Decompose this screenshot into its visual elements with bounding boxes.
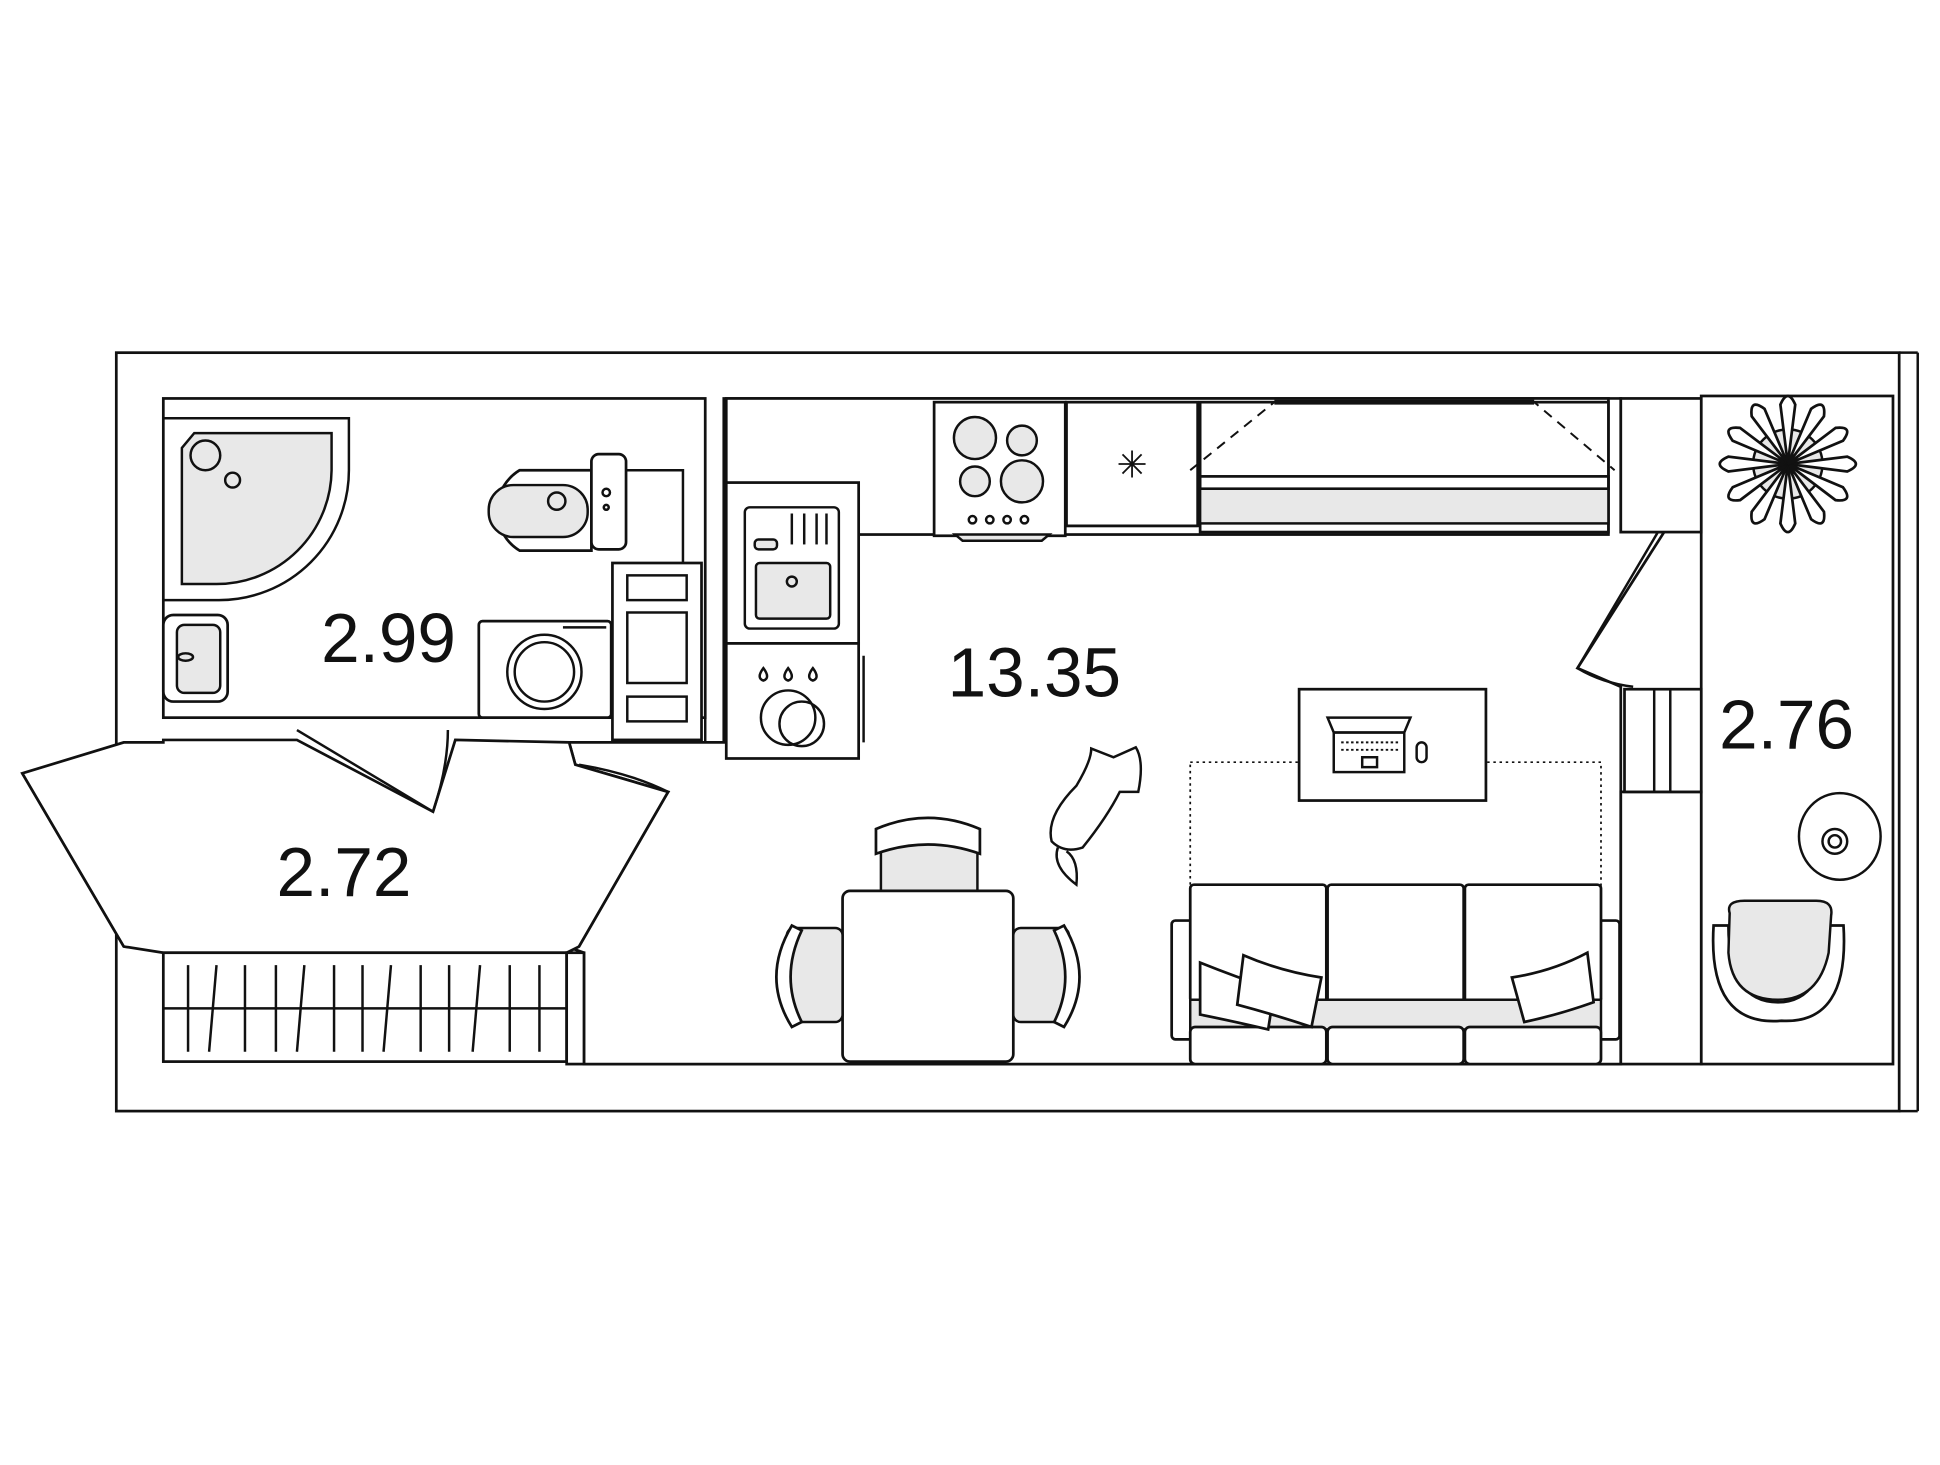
- plant-leaf: [1750, 463, 1790, 525]
- plant-leaf: [1786, 462, 1849, 502]
- laptop-icon: [1325, 716, 1428, 774]
- cat-icon: [1049, 745, 1143, 887]
- cooktop: [932, 400, 1067, 542]
- kitchen-sink: [743, 506, 841, 630]
- shower: [163, 417, 351, 602]
- plant-leaf: [1750, 403, 1790, 465]
- dishwasher: [758, 655, 865, 748]
- sofa: [1170, 883, 1621, 1066]
- fridge: ✳: [1065, 400, 1200, 528]
- plant-leaf: [1786, 463, 1826, 525]
- washing-machine: [477, 619, 613, 720]
- hanger: [207, 964, 218, 1052]
- living-area-label: 13.35: [948, 634, 1121, 712]
- dining-table: [775, 816, 1081, 1063]
- bathroom-area-label: 2.99: [321, 599, 456, 677]
- armchair: [1711, 899, 1846, 1023]
- snowflake-icon: ✳: [1117, 444, 1148, 487]
- plant-leaf: [1718, 455, 1788, 473]
- plant-leaf: [1727, 426, 1789, 466]
- washbasin: [161, 613, 230, 703]
- plant-icon: [1718, 394, 1858, 534]
- hanger: [295, 964, 306, 1052]
- tv-desk: [1297, 687, 1488, 802]
- toilet: [487, 452, 628, 552]
- wardrobe-kitchen: [1189, 399, 1616, 534]
- bathroom-cabinet: [611, 468, 703, 742]
- hallway-wardrobe: [161, 951, 586, 1066]
- doors: [21, 414, 1659, 948]
- plant-leaf: [1778, 394, 1797, 465]
- plant-leaf: [1727, 462, 1789, 502]
- hanger: [471, 964, 482, 1052]
- loggia-area-label: 2.76: [1719, 686, 1854, 764]
- pouf: [1797, 791, 1882, 881]
- hanger: [382, 964, 393, 1052]
- hallway-area-label: 2.72: [277, 833, 412, 911]
- plant-leaf: [1786, 426, 1849, 466]
- plant-leaf: [1778, 463, 1797, 534]
- plant-leaf: [1787, 455, 1858, 473]
- plant-leaf: [1786, 403, 1826, 465]
